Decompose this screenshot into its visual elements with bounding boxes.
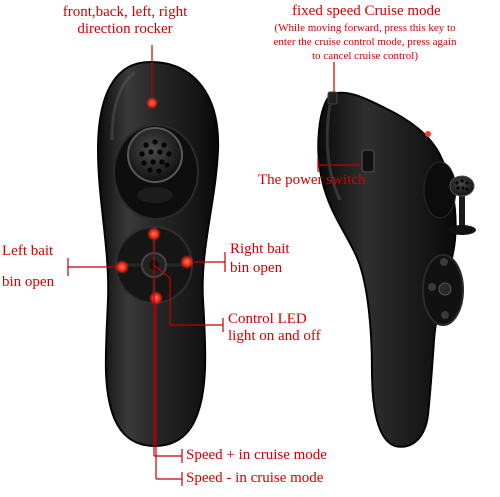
cruise-mode-title: fixed speed Cruise mode [292, 3, 441, 19]
control-led-label: Control LED light on and off [228, 311, 321, 346]
right-bait-label-line1: Right bait [230, 241, 290, 257]
leader-lines [67, 45, 362, 486]
cruise-desc-line3: to cancel cruise control) [312, 49, 418, 62]
right-bait-label-line2: bin open [230, 260, 283, 277]
cruise-desc-line1: (While moving forward, press this key to [274, 22, 456, 34]
side-remote-body [317, 91, 457, 448]
control-led-label-line2: light on and off [228, 328, 321, 345]
left-bait-label-line1: Left bait [2, 243, 54, 259]
speed-plus-button[interactable] [147, 227, 161, 241]
left-bait-label-line2: bin open [2, 274, 55, 290]
control-led-label-line1: Control LED [228, 311, 307, 327]
speed-plus-label: Speed + in cruise mode [186, 447, 327, 463]
rocker-label: front,back, left, right direction rocker [20, 4, 230, 39]
power-switch[interactable] [361, 149, 375, 173]
rocker-label-line2: direction rocker [77, 21, 173, 38]
right-bait-label: Right bait bin open [230, 241, 290, 278]
left-bait-button[interactable] [115, 260, 129, 274]
speed-minus-button[interactable] [149, 291, 163, 305]
cruise-mode-button[interactable] [327, 91, 338, 105]
speed-minus-label: Speed - in cruise mode [186, 470, 324, 486]
right-bait-button[interactable] [180, 255, 194, 269]
rocker-grip-dots [139, 139, 172, 174]
direction-rocker-knob[interactable] [127, 127, 183, 183]
front-remote [96, 60, 220, 448]
cruise-desc-line2: enter the cruise control mode, press aga… [273, 35, 457, 48]
side-joystick[interactable] [448, 175, 476, 235]
cruise-mode-description: (While moving forward, press this key to… [232, 22, 498, 63]
power-switch-label: The power switch [258, 172, 366, 188]
side-remote [317, 91, 476, 448]
side-button-pad [422, 254, 464, 326]
rocker-label-line1: front,back, left, right [62, 4, 188, 20]
